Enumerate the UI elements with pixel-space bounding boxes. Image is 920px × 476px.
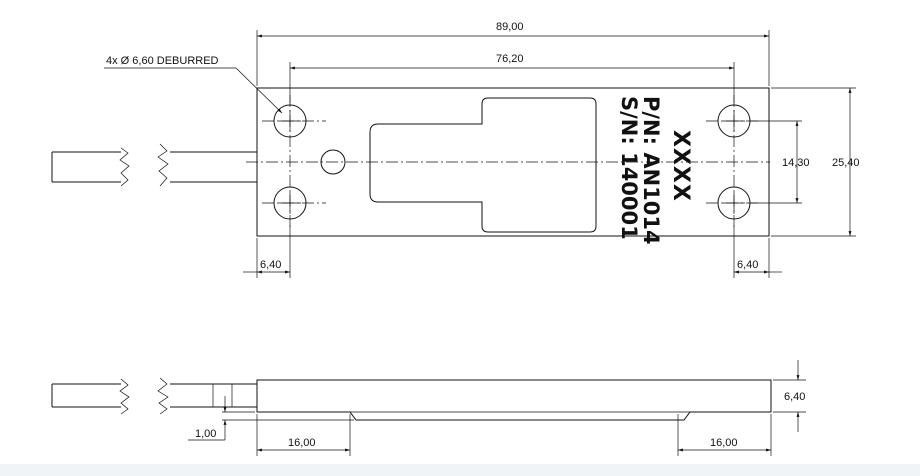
hole-callout: 4x Ø 6,60 DEBURRED [104,55,283,114]
dim-edge-right-label: 6,40 [737,259,758,271]
dim-thickness-label: 6,40 [784,391,805,403]
hole-callout-label: 4x Ø 6,60 DEBURRED [106,55,219,67]
serial-number-text: S/N: 140001 [617,96,641,240]
logo-mark: XXXX [668,130,693,202]
cable-top [51,143,257,187]
dim-edge-left-label: 6,40 [260,259,281,271]
dim-overall-length: 89,00 [256,21,770,86]
dim-relief-right: 16,00 [677,414,772,456]
cable-side [51,377,257,415]
dim-hole-row-spacing-label: 14,30 [782,157,810,169]
dim-relief-right-label: 16,00 [710,437,738,449]
dim-overall-width-label: 25,40 [832,157,860,169]
dim-step: 1,00 [188,396,354,441]
part-marking: XXXX P/N: AN1014 S/N: 140001 [617,96,693,245]
dim-overall-width: 25,40 [771,87,860,237]
dim-relief-left-label: 16,00 [288,437,316,449]
dim-hole-spacing-label: 76,20 [496,53,524,65]
dim-hole-spacing: 76,20 [289,53,735,103]
side-profile [256,379,772,421]
side-view: 6,40 1,00 16,00 16,00 [51,360,806,456]
dim-relief-left: 16,00 [256,414,351,456]
part-number-text: P/N: AN1014 [639,96,663,245]
cable-entry-hole [320,149,346,175]
footer-strip [0,464,920,476]
dim-thickness: 6,40 [773,360,806,432]
dim-edge-right: 6,40 [733,225,782,278]
top-view: XXXX P/N: AN1014 S/N: 140001 89,00 76,20… [51,21,860,278]
sensor-pocket [369,97,597,233]
dim-hole-row-spacing: 14,30 [750,120,810,204]
dim-step-label: 1,00 [195,428,216,440]
dim-overall-length-label: 89,00 [496,21,524,33]
dim-edge-left: 6,40 [243,225,291,278]
